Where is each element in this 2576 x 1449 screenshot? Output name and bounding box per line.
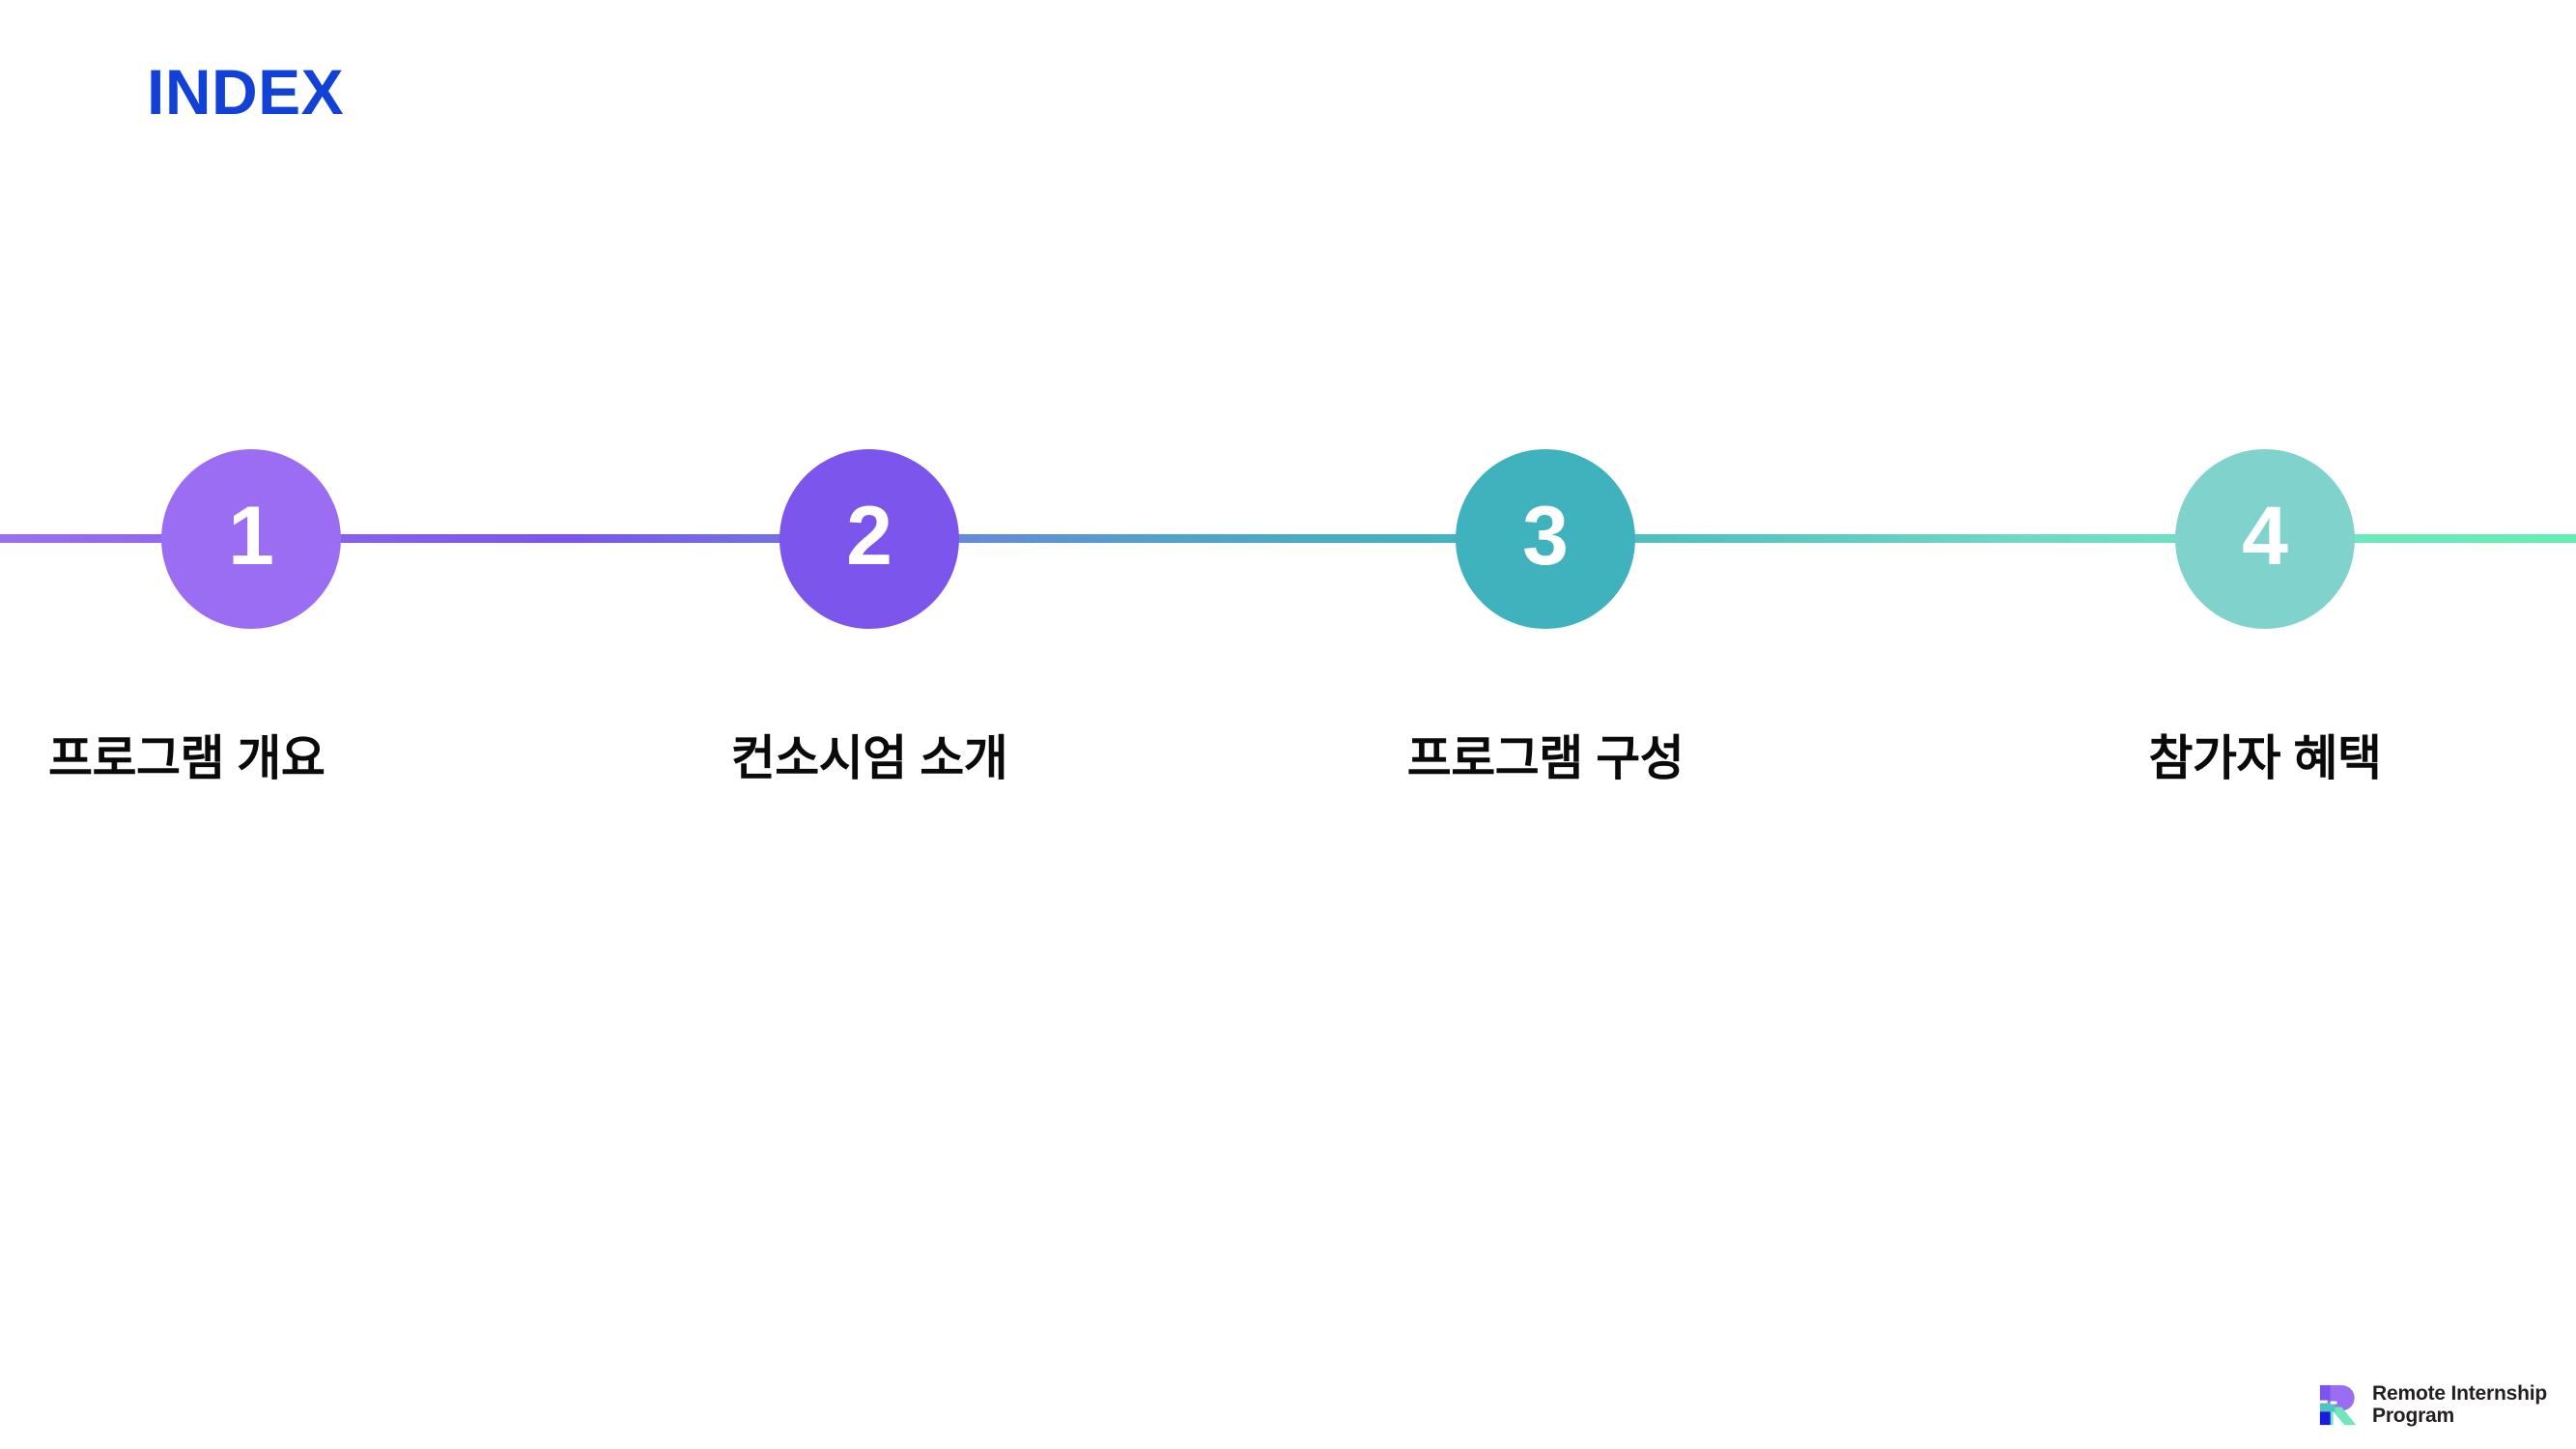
step-number-3: 3 bbox=[1522, 490, 1569, 582]
step-label-3[interactable]: 프로그램 구성 bbox=[1406, 731, 1684, 785]
brand-name-line1: Remote Internship bbox=[2372, 1381, 2547, 1405]
step-circle-4[interactable]: 4 bbox=[2175, 449, 2355, 629]
brand-name: Remote Internship Program bbox=[2372, 1382, 2547, 1428]
step-label-1[interactable]: 프로그램 개요 bbox=[48, 731, 326, 785]
step-label-4[interactable]: 참가자 혜택 bbox=[2148, 731, 2382, 785]
step-number-4: 4 bbox=[2242, 490, 2288, 582]
brand-logo: Remote Internship Program bbox=[2316, 1382, 2547, 1428]
timeline-connector-line bbox=[0, 534, 2576, 543]
brand-name-line2: Program bbox=[2372, 1405, 2454, 1428]
step-label-2[interactable]: 컨소시엄 소개 bbox=[730, 731, 1008, 785]
step-circle-3[interactable]: 3 bbox=[1456, 449, 1635, 629]
step-number-2: 2 bbox=[846, 490, 892, 582]
page-title: INDEX bbox=[147, 56, 345, 128]
remote-internship-program-logo-icon bbox=[2319, 1384, 2357, 1426]
step-circle-2[interactable]: 2 bbox=[779, 449, 959, 629]
step-circle-1[interactable]: 1 bbox=[161, 449, 341, 629]
step-number-1: 1 bbox=[228, 490, 274, 582]
